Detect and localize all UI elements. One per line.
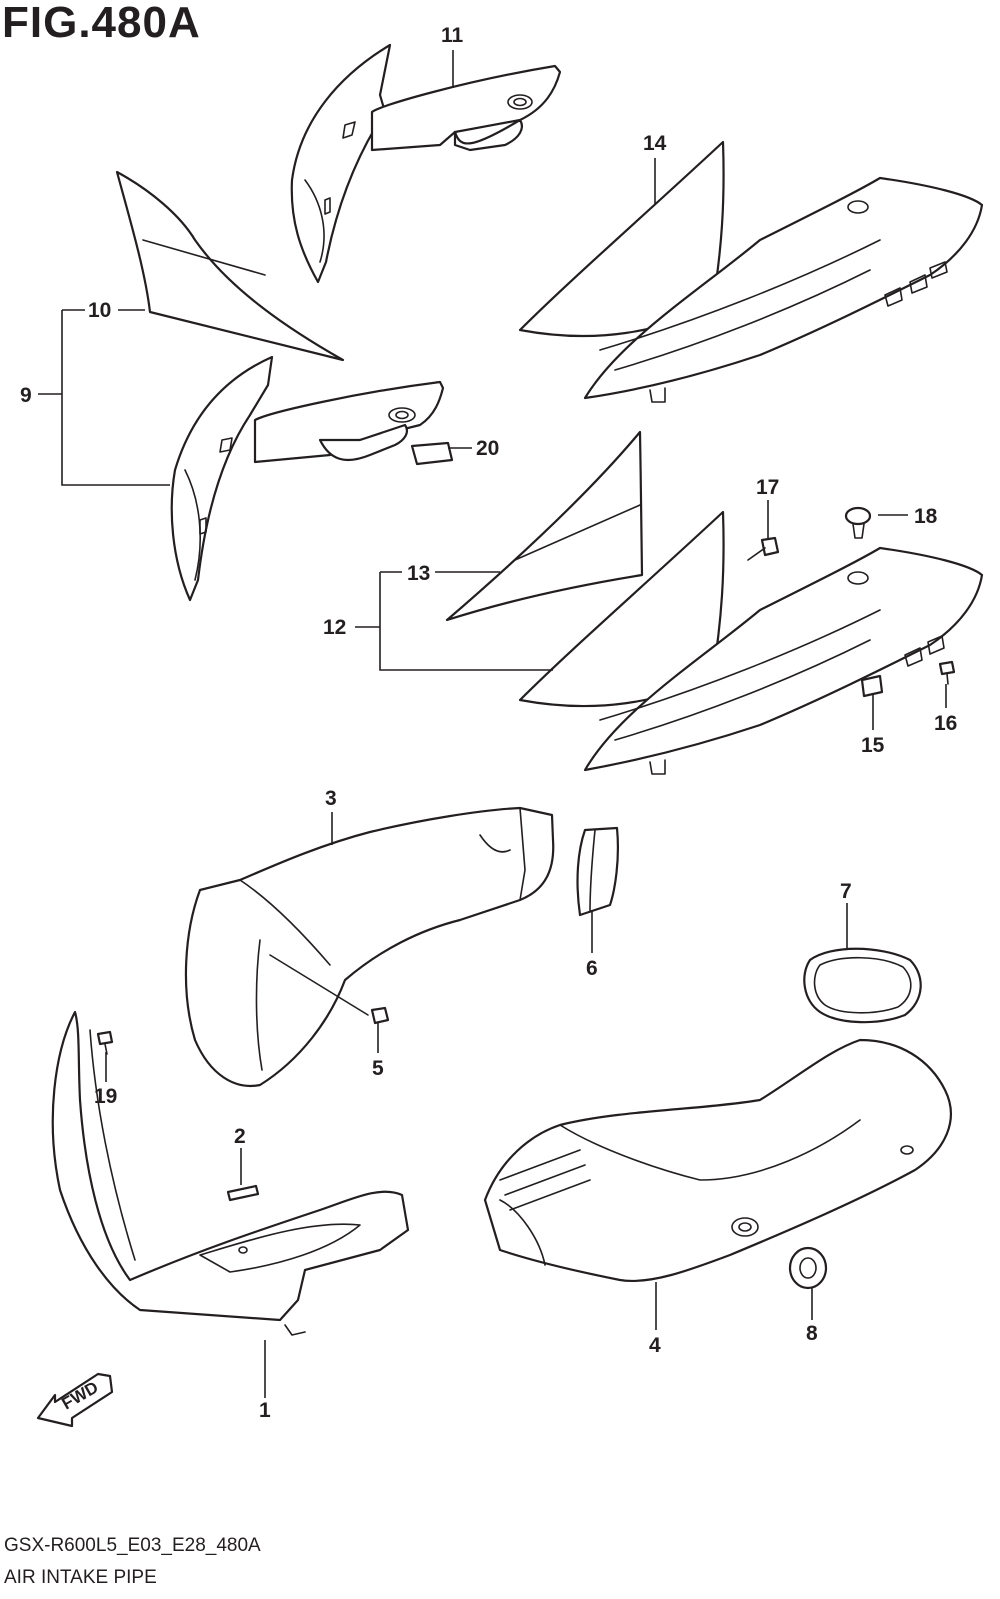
part-12-side-cowling <box>518 510 984 775</box>
callout-11: 11 <box>441 24 464 47</box>
callout-4: 4 <box>649 1334 661 1357</box>
figure-title: FIG.480A <box>2 0 201 47</box>
diagram-code: GSX-R600L5_E03_E28_480A <box>4 1535 261 1556</box>
callout-20: 20 <box>476 437 499 460</box>
fwd-arrow: FWD <box>36 1372 114 1428</box>
callout-15: 15 <box>861 734 885 757</box>
part-2-label <box>226 1184 260 1202</box>
callout-19: 19 <box>94 1085 117 1108</box>
callout-2: 2 <box>234 1125 246 1148</box>
part-19-screw <box>96 1030 114 1055</box>
part-14-side-cowling <box>518 140 984 403</box>
callouts: 1 2 3 4 5 6 7 8 9 10 11 12 13 14 15 16 1… <box>20 24 957 1422</box>
diagram-name: AIR INTAKE PIPE <box>4 1567 157 1588</box>
callout-9: 9 <box>20 384 32 407</box>
part-16-screw <box>938 660 956 685</box>
part-20-label <box>410 441 454 466</box>
callout-18: 18 <box>914 505 938 528</box>
callout-1: 1 <box>259 1399 271 1422</box>
part-17-screw <box>747 536 780 561</box>
callout-16: 16 <box>934 712 957 735</box>
part-3-intake-duct <box>184 806 555 1087</box>
part-15-clip <box>860 674 884 698</box>
part-6-seal <box>576 826 620 917</box>
part-13-panel <box>445 430 644 622</box>
callout-5: 5 <box>372 1057 384 1080</box>
part-4-intake-duct <box>483 1038 952 1282</box>
callout-3: 3 <box>325 787 337 810</box>
callout-12: 12 <box>323 616 346 639</box>
part-7-ring <box>803 947 922 1024</box>
callout-14: 14 <box>643 132 667 155</box>
callout-7: 7 <box>840 880 852 903</box>
part-11-inner-cover <box>290 43 562 284</box>
part-18-nut <box>844 506 872 539</box>
part-5-rivet <box>370 1006 390 1025</box>
part-8-grommet <box>788 1246 828 1290</box>
callout-6: 6 <box>586 957 598 980</box>
callout-17: 17 <box>756 476 779 499</box>
leader-lines <box>38 50 947 1398</box>
part-10-panel <box>115 170 345 362</box>
part-1-lower-cowling <box>51 1010 410 1336</box>
callout-13: 13 <box>407 562 430 585</box>
callout-8: 8 <box>806 1322 818 1345</box>
callout-10: 10 <box>88 299 111 322</box>
part-9-inner-cowling <box>170 355 445 602</box>
